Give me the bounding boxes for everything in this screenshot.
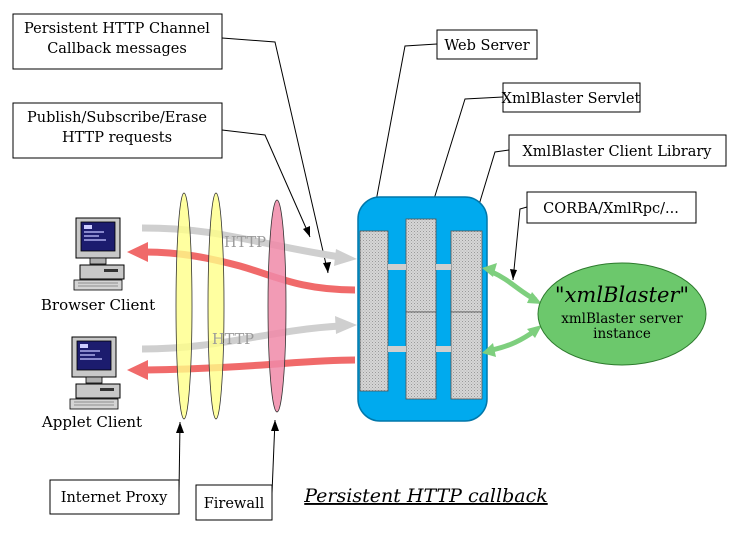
callback-messages-label: Persistent HTTP Channel Callback message… xyxy=(12,13,223,70)
svg-text:Callback messages: Callback messages xyxy=(47,41,187,57)
connector xyxy=(436,264,451,270)
svg-text:XmlBlaster Servlet: XmlBlaster Servlet xyxy=(502,91,641,107)
callback-arrowhead xyxy=(127,360,148,380)
applet-client-icon xyxy=(69,336,121,410)
diagram-caption: Persistent HTTP callback xyxy=(303,485,547,507)
servlet-label: XmlBlaster Servlet xyxy=(502,82,641,113)
servlet-block-upper xyxy=(405,218,437,313)
server-name: "xmlBlaster" xyxy=(555,283,689,307)
firewall-label: Firewall xyxy=(195,484,273,521)
connector xyxy=(436,346,451,352)
http-bottom-label: HTTP xyxy=(212,332,254,348)
svg-text:HTTP requests: HTTP requests xyxy=(62,130,172,146)
http-top-label: HTTP xyxy=(224,235,266,251)
web-server-label: Web Server xyxy=(436,29,538,60)
server-line3: instance xyxy=(593,326,651,342)
corba-arrows xyxy=(482,263,542,357)
http-requests-label: Publish/Subscribe/Erase HTTP requests xyxy=(12,102,223,159)
connector xyxy=(388,346,406,352)
request-arrowhead xyxy=(334,249,357,266)
client-lib-block-upper xyxy=(450,230,483,313)
svg-text:XmlBlaster Client Library: XmlBlaster Client Library xyxy=(522,144,712,160)
internet-proxy-label: Internet Proxy xyxy=(49,479,180,515)
client-library-label: XmlBlaster Client Library xyxy=(508,134,727,167)
server-line2: xmlBlaster server xyxy=(561,311,683,327)
svg-text:CORBA/XmlRpc/...: CORBA/XmlRpc/... xyxy=(543,201,679,217)
request-arrowhead xyxy=(335,316,357,334)
firewall-ellipse xyxy=(267,199,287,413)
svg-text:Web Server: Web Server xyxy=(444,38,529,54)
browser-client-label: Browser Client xyxy=(41,296,155,314)
svg-text:Firewall: Firewall xyxy=(204,496,265,512)
internet-proxy-ellipses xyxy=(175,192,225,420)
protocols-label: CORBA/XmlRpc/... xyxy=(526,191,697,224)
xmlblaster-server: "xmlBlaster" xmlBlaster server instance xyxy=(537,262,707,366)
servlet-block-lower xyxy=(405,311,437,400)
applet-client-label: Applet Client xyxy=(41,413,142,431)
web-server-block xyxy=(359,230,389,392)
svg-text:Publish/Subscribe/Erase: Publish/Subscribe/Erase xyxy=(27,110,207,126)
web-server-container xyxy=(357,196,488,422)
client-lib-block-lower xyxy=(450,311,483,400)
callback-arrowhead xyxy=(127,242,148,262)
svg-text:Persistent HTTP Channel: Persistent HTTP Channel xyxy=(24,21,210,37)
svg-text:Internet Proxy: Internet Proxy xyxy=(61,490,168,506)
connector xyxy=(388,264,406,270)
browser-client-icon xyxy=(73,217,125,291)
